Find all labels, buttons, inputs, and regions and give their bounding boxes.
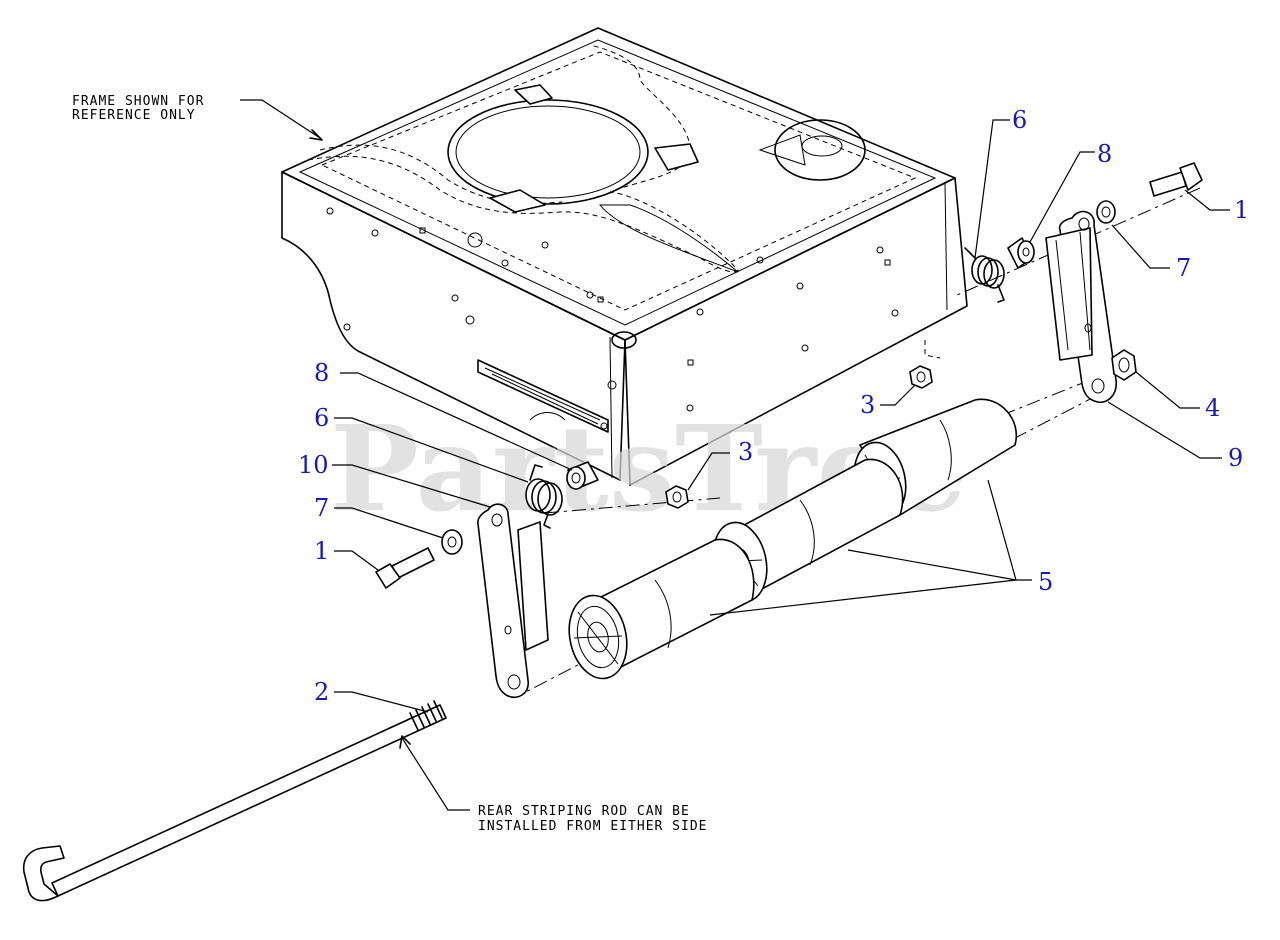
spring-right — [964, 247, 1005, 303]
washer-left — [441, 529, 463, 555]
callout-rollers: 5 — [1038, 568, 1053, 596]
striping-rod — [22, 700, 447, 902]
deck-frame — [281, 27, 968, 486]
bolt-left — [375, 547, 435, 589]
bracket-right — [1045, 210, 1117, 404]
callout-nut-right: 3 — [860, 391, 875, 419]
bolt-right — [1149, 162, 1203, 197]
frame-note: FRAME SHOWN FOR REFERENCE ONLY — [72, 94, 323, 141]
callout-spring-left: 6 — [314, 404, 329, 432]
callout-rod: 2 — [314, 678, 329, 706]
rod-note-line1: REAR STRIPING ROD CAN BE — [478, 804, 690, 819]
callout-leaders — [332, 119, 1230, 713]
callout-bracket-right: 9 — [1228, 444, 1243, 472]
rod-note-line2: INSTALLED FROM EITHER SIDE — [478, 819, 708, 834]
rod-note: REAR STRIPING ROD CAN BE INSTALLED FROM … — [399, 735, 708, 834]
callout-washer-left: 7 — [314, 494, 329, 522]
callout-spacer-left: 8 — [314, 359, 329, 387]
callout-nut-left: 3 — [738, 438, 753, 466]
bracket-left — [477, 503, 549, 699]
callout-washer-right: 7 — [1176, 254, 1191, 282]
frame-note-line2: REFERENCE ONLY — [72, 108, 196, 123]
spring-left — [525, 464, 563, 529]
locknut — [1111, 349, 1137, 381]
callout-spring-right: 6 — [1012, 106, 1027, 134]
spacer-left — [566, 461, 599, 490]
nut-left — [665, 485, 689, 509]
callout-bolt-left: 1 — [314, 537, 329, 565]
nut-right — [909, 365, 933, 389]
callout-bolt-right: 1 — [1234, 196, 1249, 224]
washer-right — [1096, 200, 1116, 224]
frame-note-line1: FRAME SHOWN FOR — [72, 94, 204, 109]
callout-spacer-right: 8 — [1097, 140, 1112, 168]
callout-labels: 1 7 8 6 4 9 3 5 3 8 6 10 7 1 2 — [298, 106, 1249, 706]
spacer-right — [1007, 237, 1035, 269]
callout-bracket-left: 10 — [298, 451, 329, 479]
callout-locknut: 4 — [1205, 394, 1220, 422]
roller-front — [568, 538, 755, 680]
